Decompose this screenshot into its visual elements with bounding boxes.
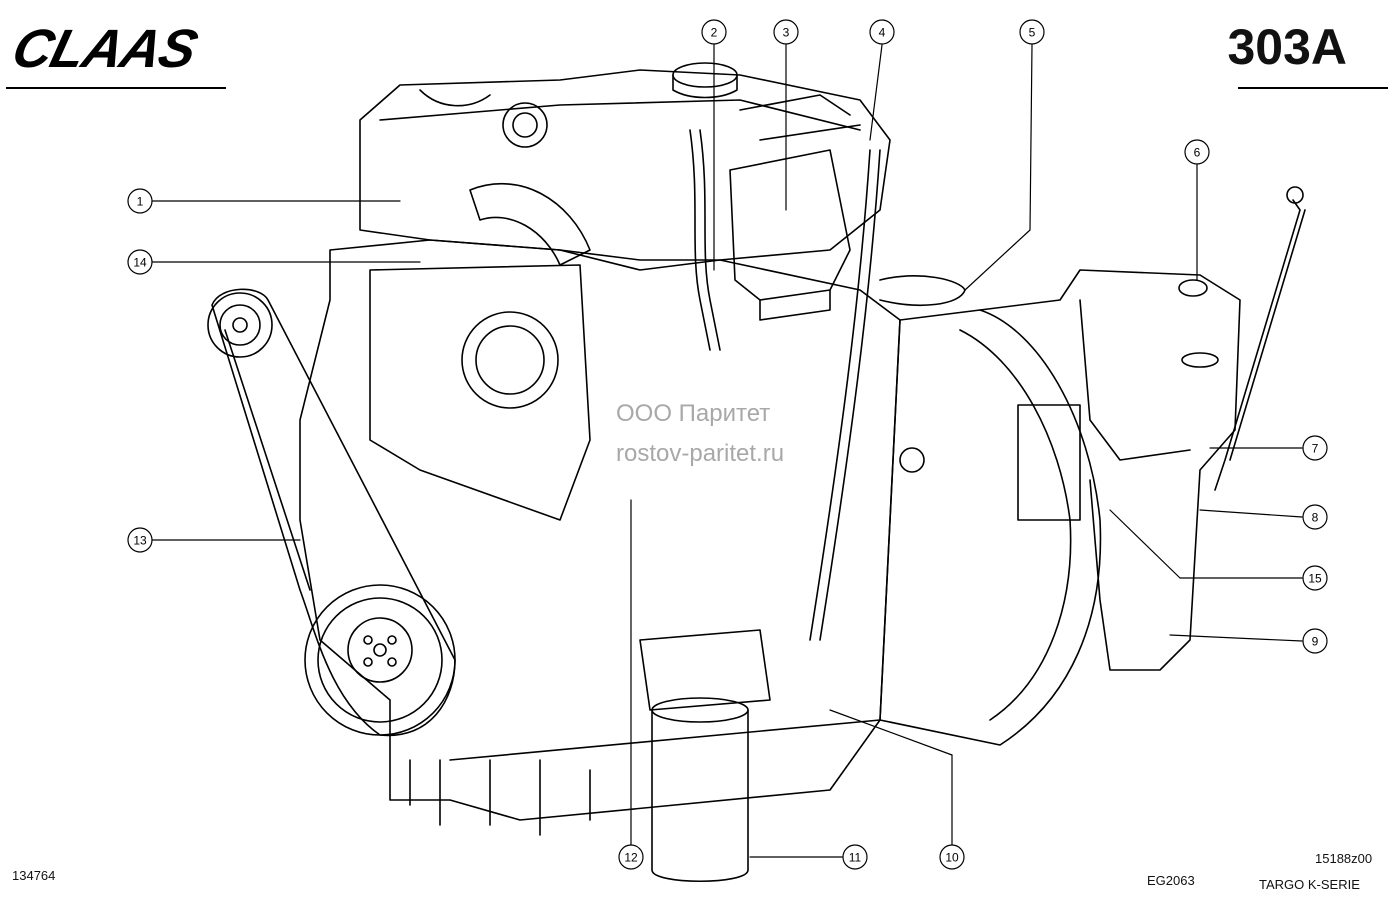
dipstick	[1214, 199, 1301, 491]
fuel-filter-housing	[729, 149, 851, 301]
callout-circle-11	[842, 844, 868, 870]
footer-series: TARGO K-SERIE	[1259, 877, 1360, 892]
callout-label-14: 14	[133, 256, 147, 270]
flywheel-housing	[879, 309, 1102, 746]
oil-filter	[651, 709, 749, 883]
callout-label-12: 12	[624, 851, 638, 865]
footer-right-code: 15188z00	[1315, 851, 1373, 866]
callout-circle-12	[618, 844, 644, 870]
callout-label-13: 13	[133, 534, 147, 548]
cylinder-head	[359, 69, 891, 261]
callout-circle-2	[701, 19, 727, 45]
gearbox-unit	[979, 269, 1241, 671]
watermark-url: rostov-paritet.ru	[616, 440, 785, 467]
page-code: 303A	[1227, 19, 1347, 75]
callout-circle-7	[1302, 435, 1328, 461]
callout-leaders	[151, 44, 1303, 858]
footer-center-code: EG2063	[1147, 873, 1195, 888]
callout-circle-3	[773, 19, 799, 45]
callout-circle-6	[1184, 139, 1210, 165]
callout-label-4: 4	[879, 26, 886, 40]
callout-circle-13	[127, 527, 153, 553]
watermark-company: ООО Паритет	[616, 400, 771, 427]
callout-label-2: 2	[711, 26, 718, 40]
callout-label-6: 6	[1194, 146, 1201, 160]
callout-circle-1	[127, 188, 153, 214]
callout-label-9: 9	[1312, 635, 1319, 649]
callout-label-8: 8	[1312, 511, 1319, 525]
callout-label-15: 15	[1308, 572, 1322, 586]
callout-label-1: 1	[137, 195, 144, 209]
callout-circle-8	[1302, 504, 1328, 530]
callout-label-5: 5	[1029, 26, 1036, 40]
crankshaft-pulley	[304, 584, 456, 736]
callout-circle-10	[939, 844, 965, 870]
callout-label-10: 10	[945, 851, 959, 865]
callout-circle-14	[127, 249, 153, 275]
alternator-pulley	[207, 292, 273, 358]
footer-left-code: 134764	[12, 868, 56, 883]
callout-label-11: 11	[849, 851, 862, 865]
callout-label-3: 3	[783, 26, 790, 40]
callout-circle-4	[869, 19, 895, 45]
callout-label-7: 7	[1312, 442, 1319, 456]
water-pump-pulley	[461, 311, 559, 409]
header-rule-left	[6, 87, 226, 89]
intake-elbow	[469, 182, 591, 266]
callout-circle-9	[1302, 628, 1328, 654]
v-belt	[211, 288, 456, 737]
callout-circle-15	[1302, 565, 1328, 591]
header-rule-right	[1238, 87, 1388, 89]
callout-circle-5	[1019, 19, 1045, 45]
engine-block	[299, 239, 901, 821]
